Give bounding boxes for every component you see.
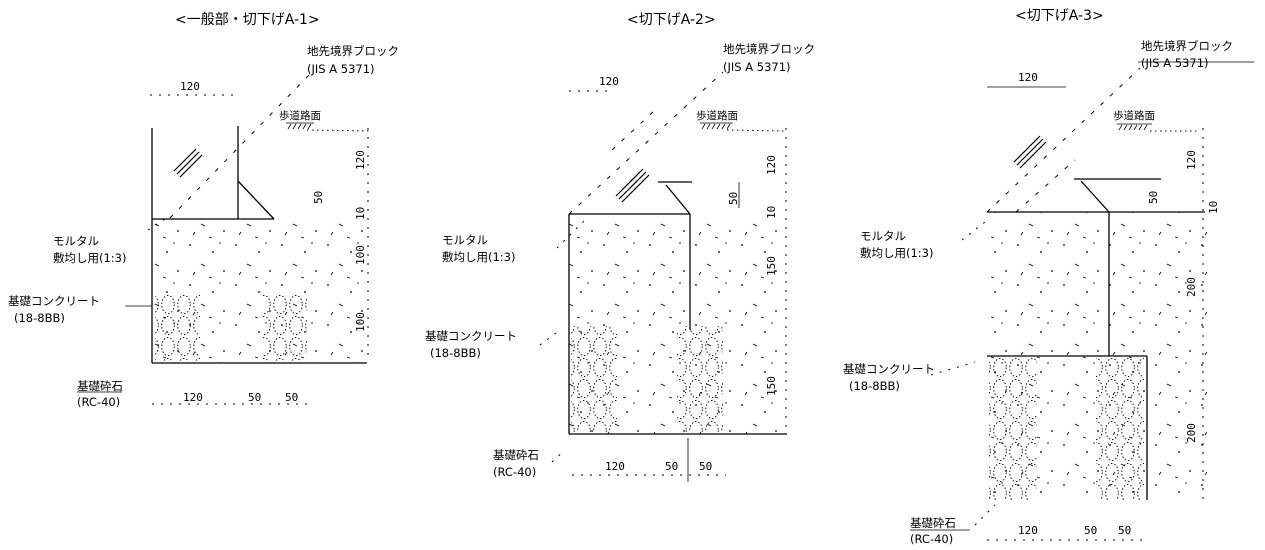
section-a1-mortar-label: モルタル [53,234,99,248]
section-a3-curb-block [986,67,1161,213]
section-a3-sidewalk-label: 歩道路面 [1113,109,1155,122]
section-a2-title: <切下げA-2> [627,12,716,28]
section-a2-curb-std: (JIS A 5371) [723,60,791,74]
section-a2-dim-bottom-1: 120 [605,460,625,473]
section-a3-concrete-spec: (18-8BB) [849,379,900,393]
section-a1-stone-spec: (RC-40) [77,395,120,409]
section-a3-mortar-mix: 敷均し用(1:3) [860,246,933,260]
section-a3-dim-mortar: 10 [1207,201,1220,214]
section-a3-stone-hatch-right [1096,357,1144,500]
section-a1-title: <一般部・切下げA-1> [175,12,320,28]
section-a3-dim-step: 50 [1147,191,1160,204]
section-a1-curb-label: 地先境界ブロック [307,44,399,58]
section-a1-dim-bottom-3: 50 [285,391,298,404]
section-a1-stone-label: 基礎砕石 [77,379,123,393]
section-a3-dim-concrete: 200 [1185,277,1198,297]
section-a2-dim-top: 120 [599,75,619,88]
section-a2-sidewalk-label: 歩道路面 [696,109,738,122]
section-a2-stone-hatch-left [571,326,617,432]
section-a2-dim-bottom-2: 50 [665,460,678,473]
section-a3-curb-label: 地先境界ブロック [1141,39,1233,53]
section-a1-dim-step: 50 [312,191,325,204]
section-a3-dim-bottom-3: 50 [1118,524,1131,537]
section-a2-dim-step: 50 [727,192,740,205]
section-a2-concrete-label: 基礎コンクリート [425,329,517,343]
section-a3-dim-bottom-2: 50 [1084,524,1097,537]
section-a2-curb-block [568,71,724,215]
section-a3-stone-hatch-left [989,357,1037,500]
section-a2-concrete-spec: (18-8BB) [430,346,481,360]
section-a1-mortar-mix: 敷均し用(1:3) [53,251,126,265]
section-a3-dim-bottom-1: 120 [1018,524,1038,537]
section-a1-dim-concrete: 100 [354,245,367,265]
section-a1-dim-bottom-2: 50 [248,391,261,404]
section-a3-stone-spec: (RC-40) [910,532,953,546]
section-a3-mortar-label: モルタル [860,229,906,243]
section-a1-concrete-label: 基礎コンクリート [8,294,100,308]
section-a2-mortar-mix: 敷均し用(1:3) [442,250,515,264]
section-a3-curb-std: (JIS A 5371) [1141,56,1209,70]
section-a1-dim-bottom-1: 120 [183,391,203,404]
section-a3-stone-label: 基礎砕石 [910,516,956,530]
section-a3-dim-stone: 200 [1185,423,1198,443]
section-a2-stone-label: 基礎砕石 [493,448,539,462]
section-a2-dim-stone: 150 [765,376,778,396]
section-a3-dim-top: 120 [1018,71,1038,84]
section-a2: <切下げA-2> 歩道路面 地先境界ブロック (JIS A 5371 [425,12,815,482]
section-a1-stone-hatch-left [155,293,200,361]
section-a1-dim-stone: 100 [354,312,367,332]
section-a1-concrete-spec: (18-8BB) [14,311,65,325]
section-a1-curb-block [151,73,311,220]
section-a2-dim-concrete: 150 [765,256,778,276]
section-a1-dim-top: 120 [180,80,200,93]
section-a2-mortar-label: モルタル [442,233,488,247]
section-a1-dim-mortar: 10 [354,207,367,220]
section-a1-dim-block: 120 [354,150,367,170]
section-a2-dim-mortar: 10 [765,206,778,219]
section-a1-curb-std: (JIS A 5371) [307,62,375,76]
section-a2-stone-hatch-right [677,326,723,432]
section-a2-dim-block: 120 [765,155,778,175]
section-a2-stone-spec: (RC-40) [493,465,536,479]
section-a1-stone-hatch-right [262,293,307,361]
section-a3-concrete-label: 基礎コンクリート [843,362,935,376]
section-a3-title: <切下げA-3> [1015,8,1104,24]
section-a2-curb-label: 地先境界ブロック [723,42,815,56]
section-a2-dim-bottom-3: 50 [699,460,712,473]
section-a1-sidewalk-label: 歩道路面 [279,109,321,122]
section-a3: <切下げA-3> 歩道路面 地先境界ブロック (JIS A [843,8,1254,546]
section-a3-dim-block: 120 [1185,150,1198,170]
section-a1: <一般部・切下げA-1> 歩道路面 地先境界ブロック (JIS A 5371) [8,12,399,409]
